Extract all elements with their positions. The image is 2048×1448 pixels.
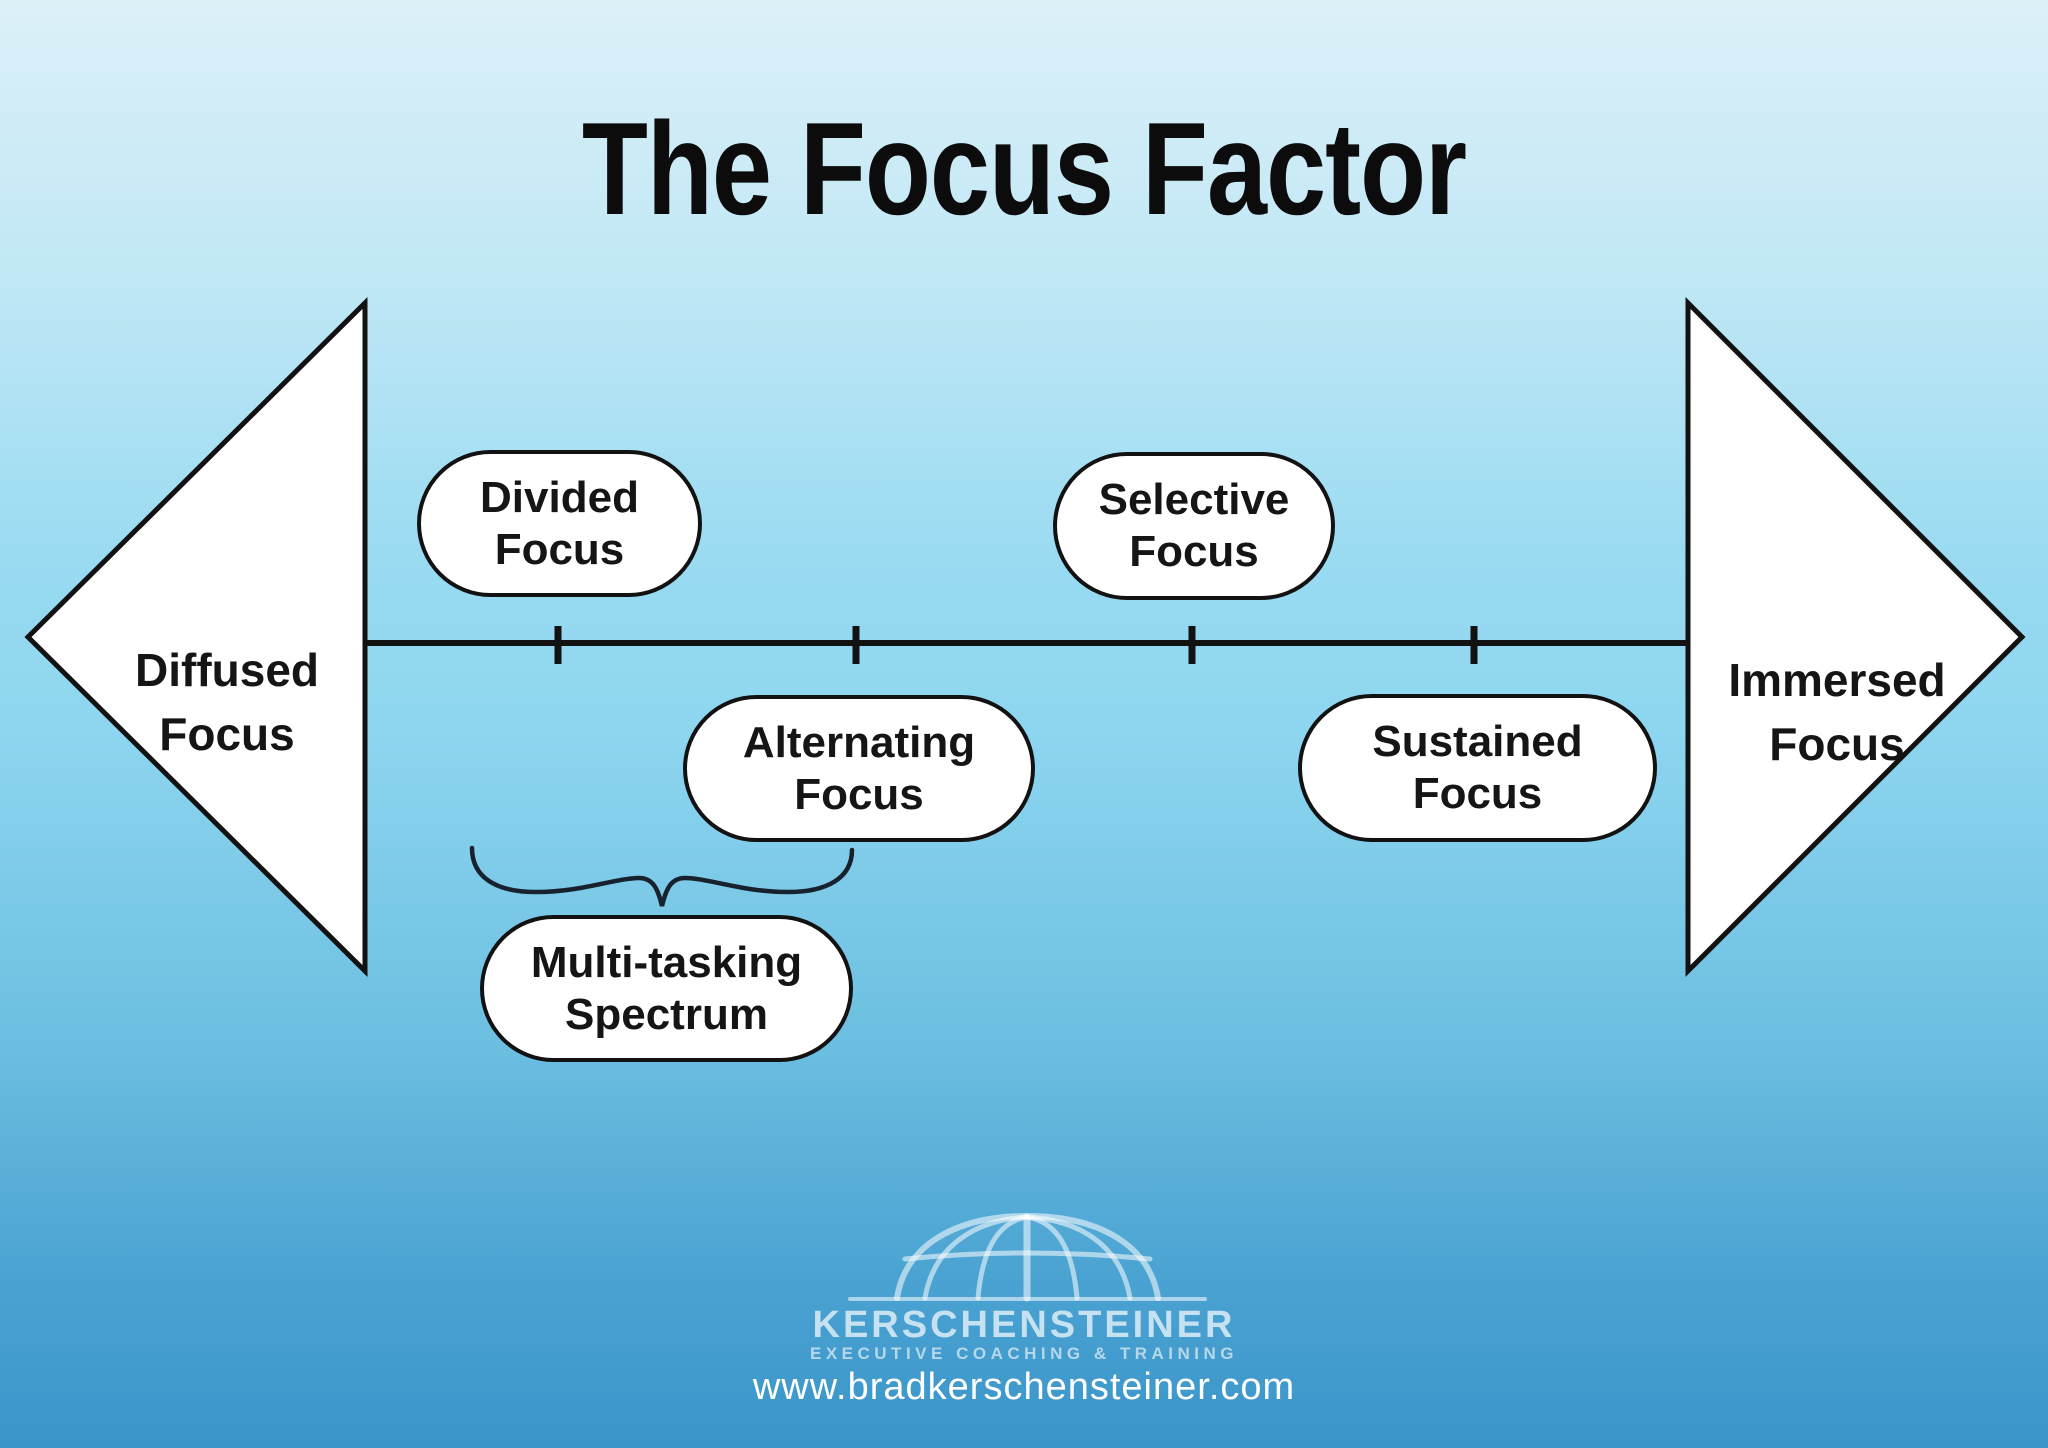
pill-sustained-focus: Sustained Focus bbox=[1298, 694, 1657, 842]
brand-tagline: EXECUTIVE COACHING & TRAINING bbox=[809, 1344, 1239, 1363]
pill-divided-focus: Divided Focus bbox=[417, 450, 702, 597]
brand-name: KERSCHENSTEINER bbox=[812, 1304, 1236, 1346]
pill-alternating-focus: Alternating Focus bbox=[683, 695, 1035, 842]
page-title: The Focus Factor bbox=[581, 94, 1467, 243]
globe-logo-icon bbox=[848, 1212, 1207, 1302]
website-url: www.bradkerschensteiner.com bbox=[752, 1366, 1296, 1408]
pill-selective-focus: Selective Focus bbox=[1053, 452, 1335, 600]
pill-multitasking-spectrum: Multi-tasking Spectrum bbox=[480, 915, 853, 1062]
left-arrow-shape bbox=[24, 297, 368, 977]
right-arrow-label: Immersed Focus bbox=[1728, 654, 1946, 770]
multitasking-brace bbox=[469, 845, 855, 907]
right-arrow-shape bbox=[1685, 296, 2026, 978]
left-arrow-label: Diffused Focus bbox=[135, 644, 319, 760]
